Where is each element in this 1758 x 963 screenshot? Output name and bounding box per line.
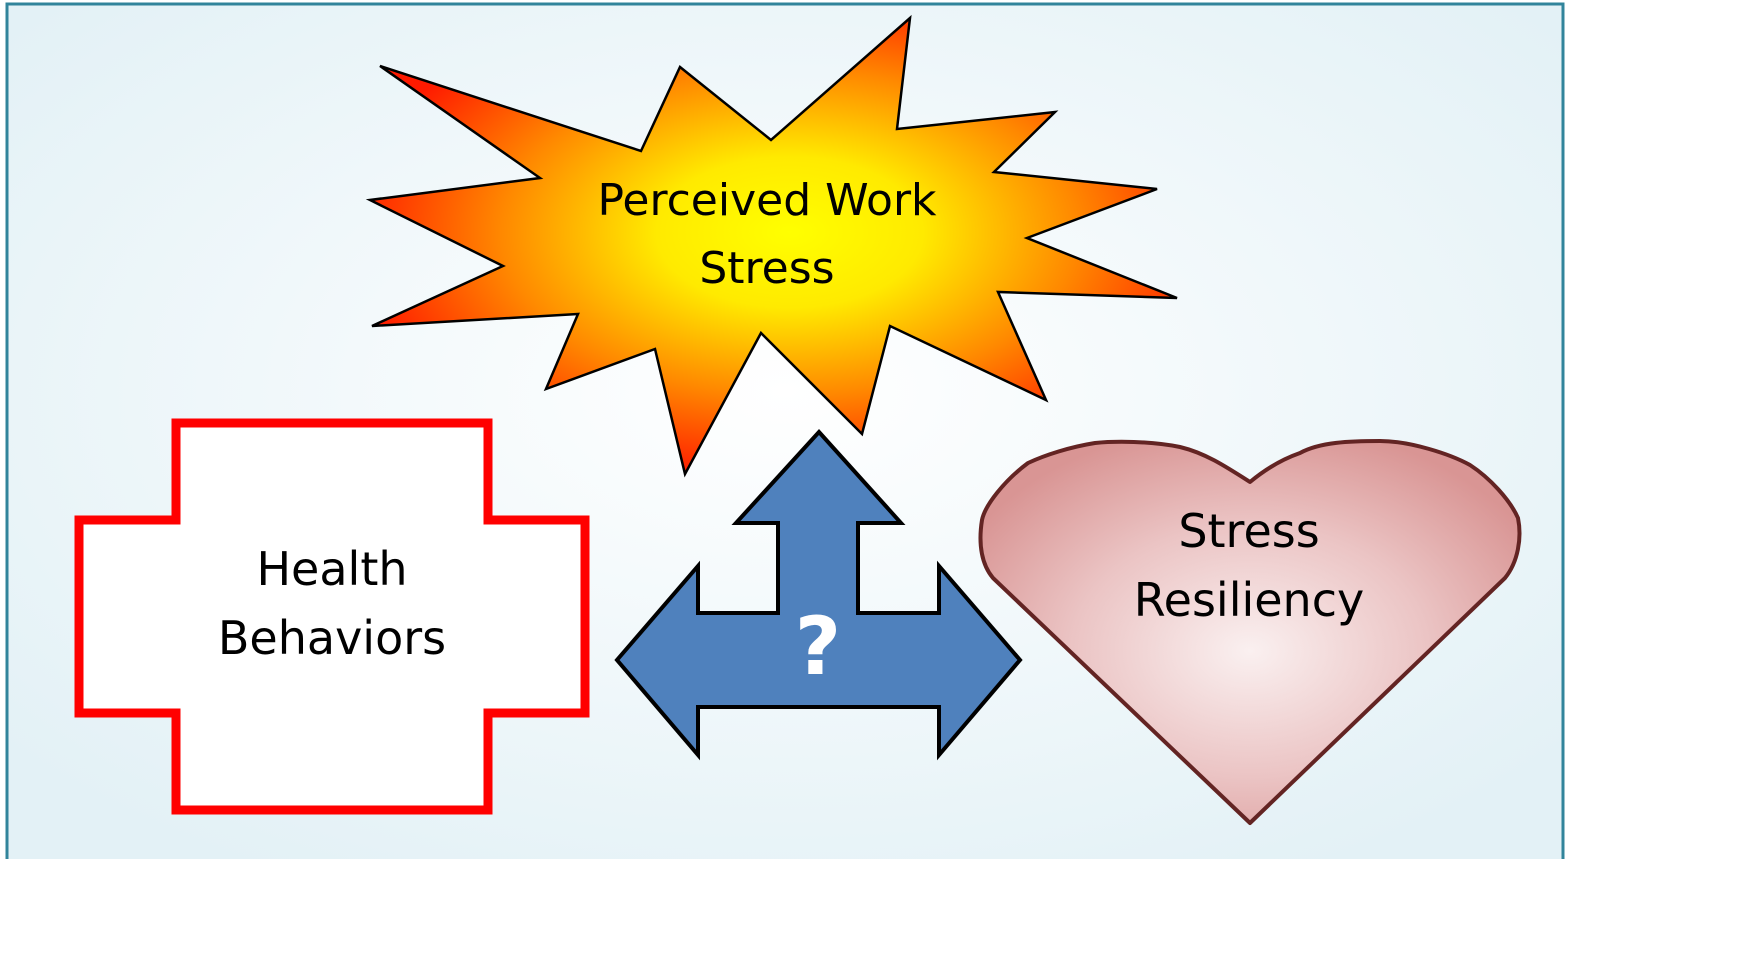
perceived-work-stress-burst: Perceived Work Stress bbox=[365, 14, 1178, 478]
health-behaviors-cross: Health Behaviors bbox=[74, 418, 590, 815]
diagram-svg: Perceived Work Stress Health Behaviors ?… bbox=[5, 2, 1565, 859]
heart-label-line2: Resiliency bbox=[1134, 573, 1364, 627]
question-mark: ? bbox=[795, 600, 841, 693]
health-cross-label-line2: Behaviors bbox=[218, 611, 446, 665]
diagram-canvas: Perceived Work Stress Health Behaviors ?… bbox=[5, 2, 1565, 859]
stress-burst-label-line1: Perceived Work bbox=[597, 175, 937, 226]
stress-resiliency-heart: Stress Resiliency bbox=[978, 439, 1522, 825]
stress-burst-label-line2: Stress bbox=[699, 243, 834, 294]
three-way-arrow-icon bbox=[614, 429, 1023, 761]
health-cross-label-line1: Health bbox=[256, 542, 407, 596]
heart-label-line1: Stress bbox=[1178, 504, 1319, 558]
explosion-icon bbox=[365, 14, 1178, 478]
three-way-arrow: ? bbox=[614, 429, 1023, 761]
heart-icon bbox=[978, 439, 1522, 825]
plus-cross-icon bbox=[74, 418, 590, 815]
